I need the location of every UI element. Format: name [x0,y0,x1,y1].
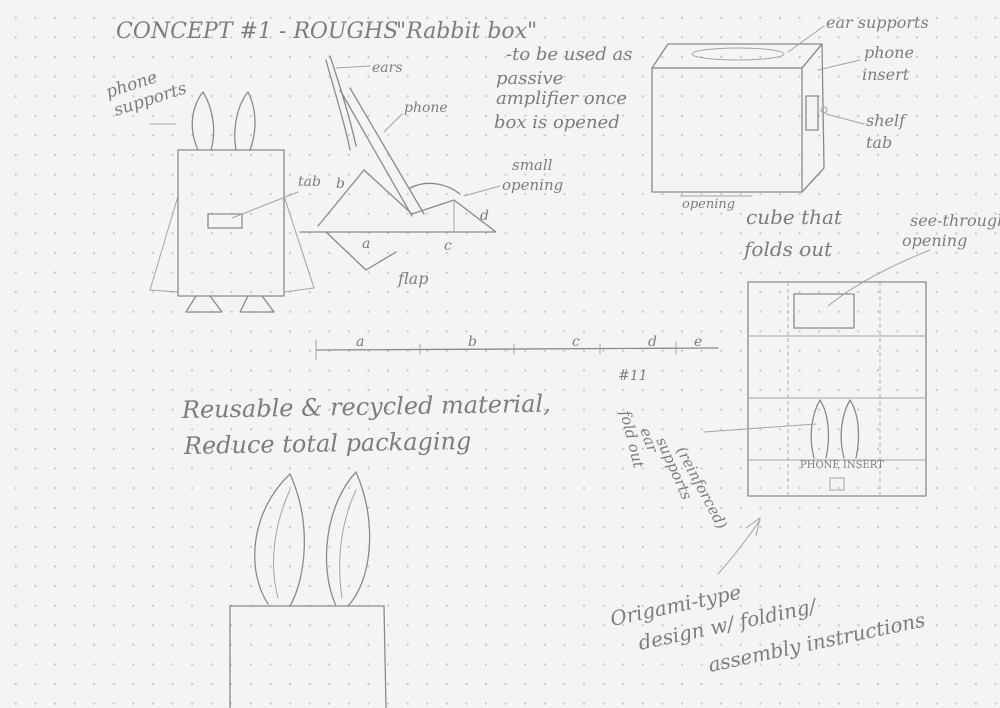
svg-text:Reduce total packaging: Reduce total packaging [183,427,472,460]
small-opening-leader [464,186,500,196]
svg-text:b: b [468,334,477,350]
see-through-label: see-through opening [902,211,1000,250]
phone-stand-sketch [300,56,496,270]
svg-text:small: small [512,156,553,174]
origami-arrow [718,520,760,574]
flap-label: flap [397,269,428,288]
origami-note: Origami-type design w/ folding/ assembly… [608,580,927,677]
phone-insert-text: PHONE INSERT [800,460,884,471]
svg-text:folds out: folds out [742,237,833,261]
passive-note: -to be used as passive amplifier once bo… [494,44,632,133]
svg-text:insert: insert [862,65,910,84]
concept-name: "Rabbit box" [396,19,537,44]
svg-text:passive: passive [496,68,563,89]
page-title: CONCEPT #1 - ROUGHS [116,19,398,44]
small-opening-label: small opening [502,156,563,194]
svg-text:tab: tab [866,133,892,152]
scale-note: #11 [618,368,648,384]
reusable-note: Reusable & recycled material, Reduce tot… [181,390,551,460]
shelf-tab-leader [826,114,864,124]
fold-out-leader [704,424,816,432]
scale-line: a b c d e [316,334,718,360]
opening-label: opening [682,197,735,212]
svg-text:-to be used as: -to be used as [506,44,632,65]
stand-letter-b: b [336,176,345,192]
see-through-leader [828,250,930,306]
svg-text:box is opened: box is opened [494,112,620,133]
ear-supports-label: ear supports [826,13,929,32]
tab-label: tab [298,174,321,190]
cube-sketch [652,44,827,196]
unfolded-net-sketch: PHONE INSERT [748,282,926,496]
cube-folds-label: cube that folds out [742,205,843,261]
svg-text:amplifier once: amplifier once [496,88,627,109]
svg-text:see-through: see-through [910,211,1000,230]
stand-letter-c: c [444,238,452,254]
phone-insert-leader [818,60,860,70]
svg-text:opening: opening [902,231,967,250]
phone-label: phone [404,100,448,116]
svg-text:phone: phone [864,43,914,62]
svg-text:e: e [694,334,702,350]
ears-label: ears [372,60,403,76]
svg-text:opening: opening [502,176,563,194]
svg-text:d: d [648,334,657,350]
ears-leader [336,66,370,68]
svg-text:Reusable & recycled material,: Reusable & recycled material, [181,390,551,424]
rabbit-box-sketch [230,472,386,708]
shelf-tab-label: shelf tab [866,111,908,152]
stand-letter-d: d [480,208,489,224]
svg-text:a: a [356,334,364,350]
phone-leader [384,114,402,132]
stand-letter-a: a [362,236,370,252]
rabbit-front-sketch [150,92,314,312]
fold-out-label: fold out ear supports (reinforced) [616,408,731,533]
svg-text:shelf: shelf [866,111,908,130]
phone-insert-label: phone insert [862,43,914,84]
svg-text:c: c [572,334,580,350]
phone-supports-label: phone supports [103,67,189,124]
origami-arrowhead [746,518,760,536]
svg-text:cube that: cube that [746,205,843,229]
